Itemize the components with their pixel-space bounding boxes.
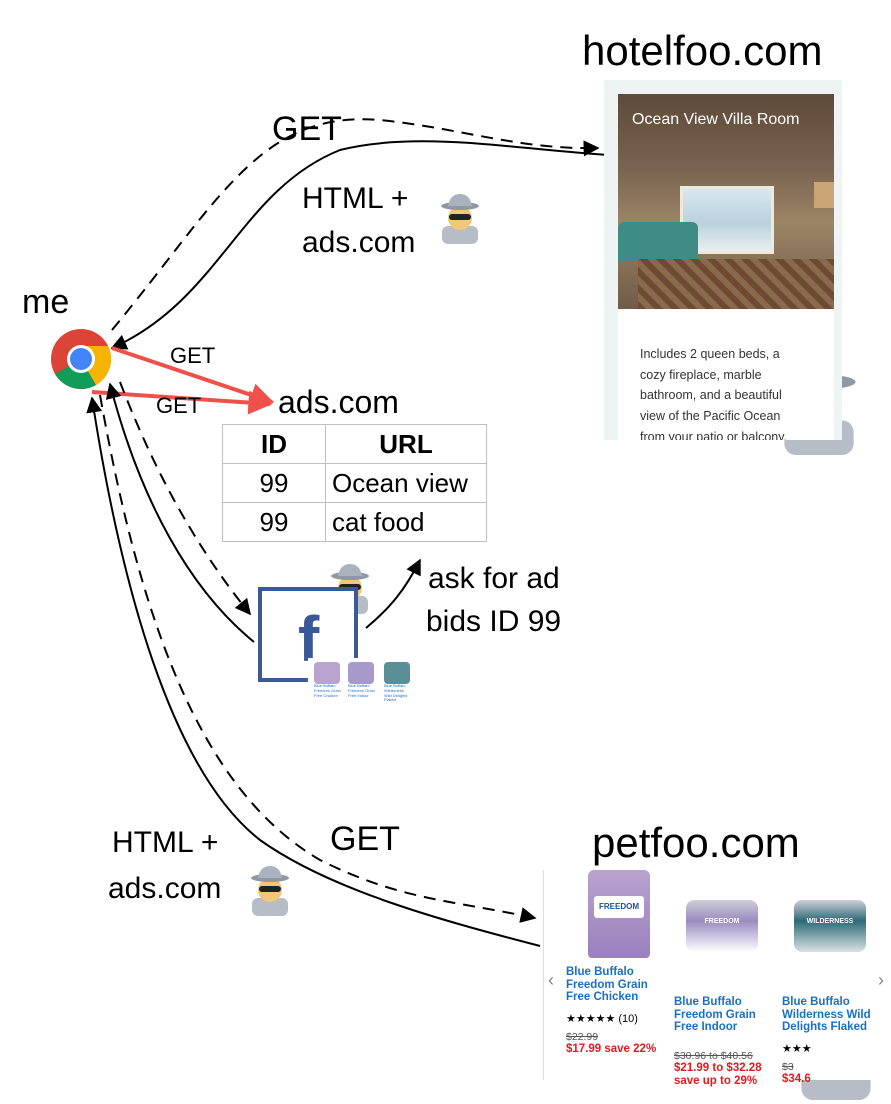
arrow-html-back bbox=[110, 140, 611, 350]
mini-product-name: Blue Buffalo Freedom Grain Free Indoor bbox=[348, 683, 375, 698]
arrow-ask-bids bbox=[365, 558, 421, 629]
html-ads-top-line1: HTML + bbox=[302, 182, 409, 215]
product-name[interactable]: Blue Buffalo Freedom Grain Free Chicken bbox=[566, 966, 648, 1004]
chevron-left-icon[interactable]: ‹ bbox=[548, 970, 554, 990]
mini-product-name: Blue Buffalo Wilderness Wild Delights Fl… bbox=[384, 683, 408, 703]
arrow-red-get-2 bbox=[91, 390, 273, 415]
get-top-label: GET bbox=[272, 110, 342, 148]
pet-product-carousel: ‹ › FREEDOM Blue Buffalo Freedom Grain F… bbox=[543, 870, 891, 1087]
product-new-price: $34.6 bbox=[782, 1072, 811, 1085]
product-old-price: $3 bbox=[782, 1060, 794, 1073]
table-cell-url: Ocean view bbox=[325, 463, 487, 503]
arrow-fb-back bbox=[105, 382, 255, 643]
html-ads-top-line2: ads.com bbox=[302, 226, 416, 259]
html-ads-bottom-line2: ads.com bbox=[108, 872, 222, 905]
table-cell-id: 99 bbox=[222, 463, 326, 503]
product-image-label: FREEDOM bbox=[704, 918, 740, 925]
html-ads-bottom-line1: HTML + bbox=[112, 826, 219, 859]
arrow-get-hotel bbox=[111, 118, 600, 331]
product-old-price: $22.99 bbox=[566, 1030, 599, 1043]
ask-bids-line2: bids ID 99 bbox=[426, 605, 562, 638]
ads-com-label: ads.com bbox=[278, 384, 399, 420]
me-label: me bbox=[22, 283, 70, 321]
product-image-label: WILDERNESS bbox=[806, 918, 854, 925]
mini-product-strip: Blue Buffalo Freedom Grain Free Chicken … bbox=[308, 658, 420, 726]
spy-icon bbox=[251, 866, 289, 916]
hotel-ad-card: Ocean View Villa Room Includes 2 queen b… bbox=[604, 80, 842, 440]
ads-tracking-table: ID URL 99 Ocean view 99 cat food bbox=[222, 424, 487, 542]
arrow-red-get-1 bbox=[111, 346, 275, 407]
spy-icon bbox=[441, 194, 479, 244]
table-row: 99 Ocean view bbox=[222, 463, 487, 503]
mini-product-name: Blue Buffalo Freedom Grain Free Chicken bbox=[314, 683, 341, 698]
facebook-glyph: f bbox=[298, 603, 320, 675]
product-card[interactable]: FREEDOM Blue Buffalo Freedom Grain Free … bbox=[674, 870, 776, 1087]
hotel-room-description: Includes 2 queen beds, a cozy fireplace,… bbox=[640, 347, 788, 440]
ask-bids-line1: ask for ad bbox=[428, 562, 560, 595]
chevron-right-icon[interactable]: › bbox=[878, 970, 884, 990]
get-red-label-1: GET bbox=[170, 343, 216, 368]
get-red-label-2: GET bbox=[156, 393, 202, 418]
arrow-pet-back bbox=[86, 396, 541, 947]
product-rating: ★★★★★ (10) bbox=[566, 1012, 638, 1025]
table-header-url: URL bbox=[325, 424, 487, 464]
table-cell-url: cat food bbox=[325, 502, 487, 542]
product-name[interactable]: Blue Buffalo Wilderness Wild Delights Fl… bbox=[782, 996, 871, 1034]
product-card[interactable]: FREEDOM Blue Buffalo Freedom Grain Free … bbox=[566, 870, 668, 1056]
product-new-price: $21.99 to $32.28 save up to 29% bbox=[674, 1061, 762, 1087]
chrome-icon bbox=[51, 329, 112, 390]
product-new-price: $17.99 save 22% bbox=[566, 1042, 657, 1055]
pet-site-label: petfoo.com bbox=[592, 819, 800, 866]
arrow-get-fb bbox=[119, 381, 252, 616]
product-image-label: FREEDOM bbox=[594, 896, 644, 918]
arrow-get-pet bbox=[99, 394, 537, 923]
get-bottom-label: GET bbox=[330, 820, 400, 858]
product-rating: ★★★ bbox=[782, 1042, 812, 1055]
hotel-site-label: hotelfoo.com bbox=[582, 27, 823, 74]
product-name[interactable]: Blue Buffalo Freedom Grain Free Indoor bbox=[674, 996, 756, 1034]
table-cell-id: 99 bbox=[222, 502, 326, 542]
product-card[interactable]: WILDERNESS Blue Buffalo Wilderness Wild … bbox=[782, 870, 884, 1086]
hotel-room-title: Ocean View Villa Room bbox=[632, 111, 800, 128]
table-row: 99 cat food bbox=[222, 502, 487, 542]
product-old-price: $30.96 to $40.56 bbox=[674, 1049, 753, 1062]
hotel-room-photo: Ocean View Villa Room bbox=[618, 94, 834, 309]
table-header-id: ID bbox=[222, 424, 326, 464]
